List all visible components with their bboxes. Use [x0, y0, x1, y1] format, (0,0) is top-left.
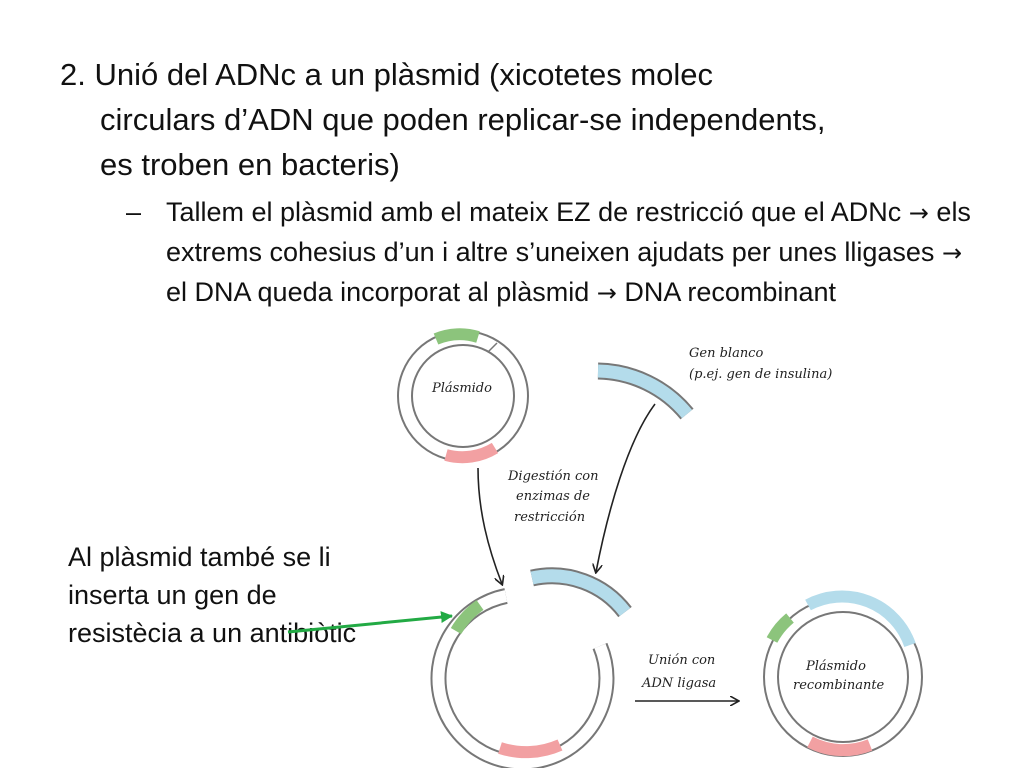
pink-segment-recombinant: [807, 736, 873, 757]
green-segment-cut: [450, 600, 484, 635]
arrow-right-icon: →: [941, 239, 963, 267]
green-segment-recombinant: [766, 613, 794, 643]
sub-bullet-part-2: els extrems cohesius d’un i altre s’unei…: [166, 197, 971, 267]
label-digestion-line-2: enzimas de: [516, 489, 590, 504]
pink-segment-cut: [498, 739, 563, 759]
label-recombinant-line-1: Plásmido: [805, 659, 866, 674]
label-union-line-2: ADN ligasa: [641, 676, 716, 691]
pink-segment-top: [444, 442, 499, 464]
cut-plasmid: [430, 567, 632, 768]
arrow-plasmid-to-cut: [477, 467, 502, 584]
target-gene-fragment: [597, 362, 694, 420]
main-bullet-line-2: circulars d’ADN que poden replicar-se in…: [100, 102, 826, 137]
arrow-right-icon: →: [596, 279, 617, 307]
sub-bullet: – Tallem el plàsmid amb el mateix EZ de …: [126, 193, 980, 313]
sub-bullet-part-4: DNA recombinant: [624, 277, 836, 307]
plasmid-ring-top: [397, 328, 529, 464]
green-segment-top: [433, 328, 480, 345]
label-digestion-line-3: restricción: [514, 510, 585, 525]
label-gene-line-2: (p.ej. gen de insulina): [689, 367, 832, 382]
blue-segment-recombinant: [805, 590, 916, 648]
slide-text-block: 2. Unió del ADNc a un plàsmid (xicotetes…: [60, 52, 980, 313]
arrow-right-icon: →: [908, 199, 929, 227]
recombinant-plasmid: [763, 590, 923, 757]
main-bullet: 2. Unió del ADNc a un plàsmid (xicotetes…: [60, 52, 980, 187]
blue-fragment-cut: [530, 567, 632, 618]
label-union-line-1: Unión con: [648, 653, 715, 668]
label-digestion-line-1: Digestión con: [507, 469, 598, 484]
main-bullet-line-3: es troben en bacteris): [100, 147, 400, 182]
main-bullet-line-1: 2. Unió del ADNc a un plàsmid (xicotetes…: [60, 57, 714, 92]
arrow-gene-to-cut: [596, 403, 656, 572]
label-plasmid: Plásmido: [431, 381, 492, 396]
side-note: Al plàsmid també se li inserta un gen de…: [68, 542, 357, 648]
label-gene-line-1: Gen blanco: [689, 346, 763, 361]
sub-bullet-part-3: el DNA queda incorporat al plàsmid: [166, 277, 590, 307]
label-recombinant-line-2: recombinante: [793, 678, 885, 693]
sub-bullet-part-1: Tallem el plàsmid amb el mateix EZ de re…: [166, 197, 902, 227]
sub-bullet-dash: –: [126, 197, 142, 227]
sub-bullet-body: Tallem el plàsmid amb el mateix EZ de re…: [146, 193, 980, 313]
